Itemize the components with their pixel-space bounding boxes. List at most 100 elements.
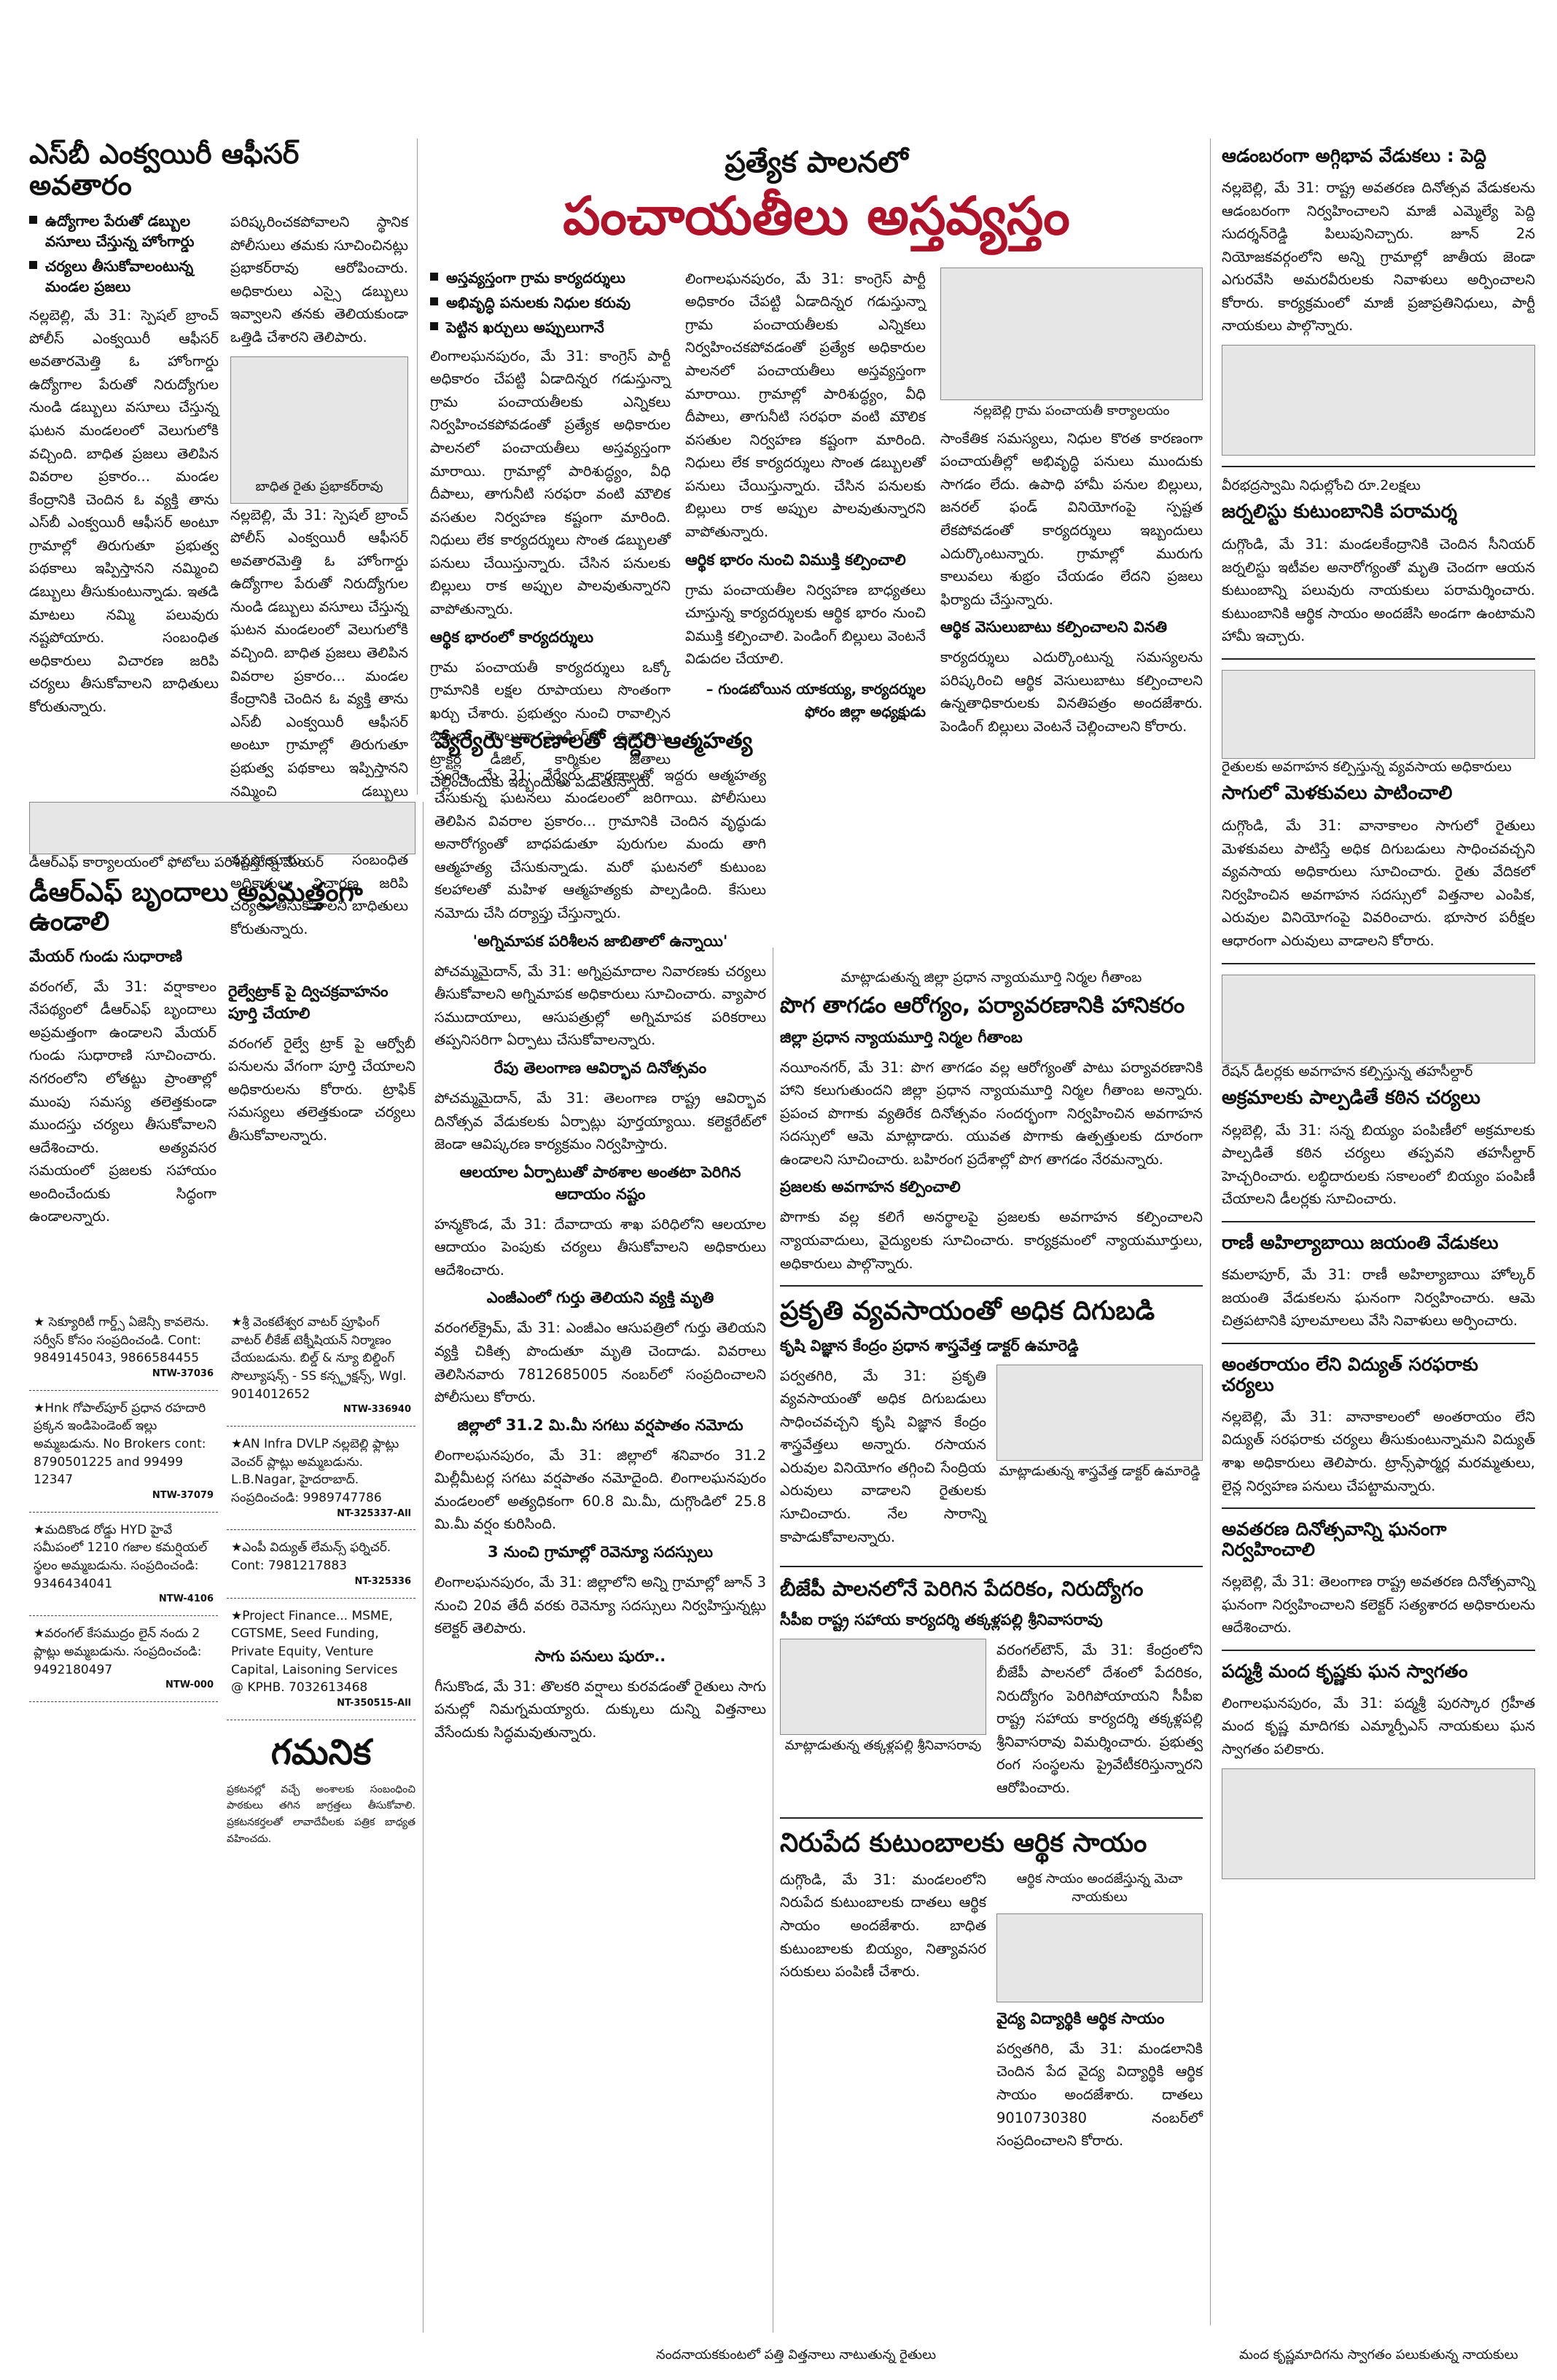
center-lead-body: లింగాలఘనపురం, మే 31: కాంగ్రెస్ పార్టీ అధ…	[430, 347, 671, 617]
center-lead-col3-body2: కార్యదర్శులు ఎదుర్కొంటున్న సమస్యలను పరిష…	[940, 649, 1203, 735]
bullet-item: అభివృద్ధి పనులకు నిధుల కరువు	[430, 292, 671, 313]
right-story8-headline: పద్మశ్రీ మంద కృష్ణకు ఘన స్వాగతం	[1222, 1660, 1468, 1682]
right-story4-headline: అక్రమాలకు పాల్పడితే కఠిన చర్యలు	[1222, 1086, 1480, 1109]
mgm-body: వరంగల్‌క్రైమ్, మే 31: ఎంజీఎం ఆసుపత్రిలో …	[434, 1319, 766, 1406]
student-aid-body: పర్వతగిరి, మే 31: మండలానికి చెందిన పేద వ…	[996, 2040, 1203, 2150]
classifieds-section: ★ సెక్యూరిటీ గార్డ్స్ ఏజెన్సీ కావలెను. స…	[29, 1305, 415, 1854]
center-lead-sub1: ఆర్థిక భారంలో కార్యదర్శులు	[430, 628, 594, 646]
mgm-sub: ఎంజీఎంలో గుర్తు తెలియని వ్యక్తి మృతి	[486, 1289, 714, 1307]
smoking-sub2: ప్రజలకు అవగాహన కల్పించాలి	[780, 1178, 961, 1196]
formation-body: పోచమ్మమైదాన్, మే 31: తెలంగాణ రాష్ట్ర ఆవి…	[434, 1089, 766, 1153]
center-right-stories: మాట్లాడుతున్న జిల్లా ప్రధాన న్యాయమూర్తి …	[780, 969, 1203, 2160]
center-lead-col3-sub: ఆర్థిక వెసులుబాటు కల్పించాలని వినతి	[940, 618, 1168, 636]
classified-ad: ★Project Finance... MSME, CGTSME, Seed F…	[227, 1599, 415, 1720]
bullet-item: అస్తవ్యస్తంగా గ్రామ కార్యదర్శులు	[430, 268, 671, 288]
left-lead-headline: ఎస్‌బీ ఎంక్వయిరీ ఆఫీసర్ అవతారం	[29, 138, 300, 201]
classified-ad: ★మదికొండ రోడ్డు HYD హైవే సమీపంలో 1210 గజ…	[29, 1513, 218, 1617]
right-story2-body: దుగ్గొండి, మే 31: మండలకేంద్రానికి చెందిన…	[1222, 536, 1535, 645]
scientist-photo	[996, 1364, 1203, 1461]
right-story3-photo	[1222, 670, 1535, 760]
center-lead-body-cont: లింగాలఘనపురం, మే 31: కాంగ్రెస్ పార్టీ అధ…	[685, 270, 926, 540]
center-lead-headline: పంచాయతీలు అస్తవ్యస్తం	[563, 185, 1070, 246]
classified-ad: ★AN Infra DVLP నల్లబెల్లి ఫ్లాట్లు వెంచర…	[227, 1427, 415, 1531]
drf-sub2: రైల్వేట్రాక్ పై ద్విచక్రవాహనం పూర్తి చేయ…	[228, 982, 389, 1022]
right-story8-photo	[1222, 1768, 1535, 1879]
notice-title: గమనిక	[270, 1731, 372, 1773]
bullet-item: ఉద్యోగాల పేరుతో డబ్బుల వసూలు చేస్తున్న హ…	[29, 211, 219, 251]
farmer-photo: బాధిత రైతు ప్రభాకర్‌రావు	[230, 356, 408, 504]
right-story5-body: కమలాపూర్, మే 31: రాణీ అహిల్యాబాయి హోల్కర…	[1222, 1266, 1535, 1330]
smoking-headline: పొగ తాగడం ఆరోగ్యం, పర్యావరణానికి హానికరం	[780, 993, 1185, 1018]
right-story7-headline: అవతరణ దినోత్సవాన్ని ఘనంగా నిర్వహించాలి	[1222, 1518, 1447, 1561]
center-lead-col3-body: సాంకేతిక సమస్యలు, నిధుల కొరత కారణంగా పంచ…	[940, 429, 1203, 608]
center-lead-story: ప్రత్యేక పాలనలో పంచాయతీలు అస్తవ్యస్తం అస…	[430, 146, 1203, 801]
drf-body: వరంగల్, మే 31: వర్షాకాలం నేపథ్యంలో డీఆర్…	[29, 978, 216, 1225]
right-story4-body: నల్లబెల్లి, మే 31: సన్న బియ్యం పంపిణీలో …	[1222, 1121, 1535, 1208]
cpi-leader-photo	[780, 1638, 986, 1735]
right-story3-kicker: రైతులకు అవగాహన కల్పిస్తున్న వ్యవసాయ అధిక…	[1222, 759, 1512, 776]
classified-ad: ★Hnk గోపాల్‌పూర్ ప్రధాన రహదారి ప్రక్కన ఇ…	[29, 1391, 218, 1513]
aid-photo	[996, 1913, 1203, 2002]
column-divider	[1210, 138, 1211, 2325]
farming-body: గీసుకొండ, మే 31: తొలకరి వర్షాలు కురవడంతో…	[434, 1677, 766, 1741]
drf-photo	[29, 802, 415, 854]
right-story1-body: నల్లబెల్లి, మే 31: రాష్ట్ర అవతరణ దినోత్స…	[1222, 179, 1535, 335]
column-divider	[417, 138, 418, 795]
right-story3-headline: సాగులో మెళకువలు పాటించాలి	[1222, 782, 1453, 805]
right-story8-body: లింగాలఘనపురం, మే 31: పద్మశ్రీ పురస్కార గ…	[1222, 1694, 1535, 1757]
bullet-item: చర్యలు తీసుకోవాలంటున్న మండల ప్రజలు	[29, 256, 219, 297]
revenue-body: లింగాలఘనపురం, మే 31: జిల్లాలోని అన్ని గ్…	[434, 1574, 766, 1637]
smoking-body2: పొగాకు వల్ల కలిగే అనర్థాలపై ప్రజలకు అవగా…	[780, 1209, 1203, 1272]
left-lead-body: నల్లబెల్లి, మే 31: స్పెషల్ బ్రాంచ్ పోలీస…	[29, 307, 219, 715]
student-aid-sub: వైద్య విద్యార్థికి ఆర్థిక సాయం	[996, 2009, 1165, 2027]
rainfall-body: లింగాలఘనపురం, మే 31: జిల్లాలో శనివారం 31…	[434, 1446, 766, 1533]
right-story3-body: దుగ్గొండి, మే 31: వానాకాలం సాగులో రైతులు…	[1222, 817, 1535, 950]
bullet-item: పెట్టిన ఖర్చులు అప్పులుగానే	[430, 317, 671, 338]
cpi-leader-photo-caption: మాట్లాడుతున్న తక్కళ్లపల్లి శ్రీనివాసరావు	[784, 1737, 982, 1753]
column-divider	[423, 802, 424, 2333]
right-story4-photo	[1222, 974, 1535, 1064]
bjp-sub: సీపీఐ రాష్ట్ర సహాయ కార్యదర్శి తక్కళ్లపల్…	[780, 1610, 1103, 1628]
suicide-body: సంగెం, మే 31: వేర్వేరు కారణాలతో ఇద్దరు ఆ…	[434, 766, 766, 922]
farmer-photo-caption: బాధిత రైతు ప్రభాకర్‌రావు	[255, 478, 383, 494]
right-story6-headline: అంతరాయం లేని విద్యుత్ సరఫరాకు చర్యలు	[1222, 1353, 1478, 1395]
suicide-headline: వ్యేర్యేరు కారణాలతో ఇద్దరి ఆత్మహత్య	[434, 728, 753, 754]
center-lead-bullets: అస్తవ్యస్తంగా గ్రామ కార్యదర్శులు అభివృద్…	[430, 268, 671, 338]
right-story2-kicker: వీరభద్రస్వామి నిధుల్లోంచి రూ.2లక్షలు	[1222, 477, 1421, 494]
fire-body: పోచమ్మమైదాన్, మే 31: అగ్నిప్రమాదాల నివార…	[434, 962, 766, 1049]
footer-caption-right: మంద కృష్ణమాదిగను స్వాగతం పలుకుతున్న నాయక…	[1239, 2347, 1518, 2363]
right-story6-body: నల్లబెల్లి, మే 31: వానాకాలంలో అంతరాయం లే…	[1222, 1408, 1535, 1494]
rainfall-sub: జిల్లాలో 31.2 మి.మీ సగటు వర్షపాతం నమోదు	[457, 1416, 744, 1434]
fire-sub: 'అగ్నిమాపక పరిశీలన జాబితాలో ఉన్నాయి'	[472, 932, 728, 950]
left-lead-story: ఎస్‌బీ ఎంక్వయిరీ ఆఫీసర్ అవతారం ఉద్యోగాల …	[29, 138, 408, 948]
revenue-sub: 3 నుంచి గ్రామాల్లో రెవెన్యూ సదస్సులు	[488, 1543, 713, 1561]
drf-story: డీఆర్ఎఫ్ కార్యాలయంలో ఫోటోలు పరిశీలిస్తున…	[29, 802, 415, 1236]
scientist-photo-caption: మాట్లాడుతున్న శాస్త్రవేత్త డాక్టర్ ఉమారె…	[999, 1463, 1201, 1479]
temple-sub: ఆలయాల ఏర్పాటుతో పాఠశాల అంతటా పెరిగిన ఆదా…	[459, 1163, 741, 1203]
right-story1-photo	[1222, 345, 1535, 456]
right-story5-headline: రాణీ అహిల్యాబాయి జయంతి వేడుకలు	[1222, 1232, 1499, 1254]
right-column: ఆడంబరంగా అగ్గిభావ వేడుకలు : పెద్ది నల్లబ…	[1222, 146, 1535, 1879]
natural-farming-body: పర్వతగిరి, మే 31: ప్రకృతి వ్యవసాయంతో అధి…	[780, 1367, 986, 1545]
drf-headline: డీఆర్ఎఫ్ బృందాలు అప్రమత్తంగా ఉండాలి	[29, 878, 363, 937]
footer-caption-left: నందనాయకకుంటలో పత్తి విత్తనాలు నాటుతున్న …	[656, 2347, 937, 2363]
classified-ad: ★ఎంపీ విద్యుత్ లేమన్స్ ఫర్నిచర్. Cont: 7…	[227, 1530, 415, 1599]
center-lead-sub2: ఆర్థిక భారం నుంచి విముక్తి కల్పించాలి	[685, 550, 906, 569]
right-story2-headline: జర్నలిస్టు కుటుంబానికి పరామర్శ	[1222, 501, 1457, 523]
notice-body: ప్రకటనల్లో వచ్చే అంశాలకు సంబంధించి పాఠకు…	[227, 1783, 415, 1845]
drf-body2: వరంగల్ రైల్వే ట్రాక్ పై ఆర్వోబీ పనులను వ…	[228, 1034, 415, 1144]
panchayat-office-caption: నల్లబెల్లి గ్రామ పంచాయతీ కార్యాలయం	[973, 402, 1170, 418]
center-lead-byline: – గుండబోయిన యాకయ్య, కార్యదర్శుల ఫోరం జిల…	[706, 680, 926, 721]
formation-sub: రేపు తెలంగాణ ఆవిర్భావ దినోత్సవం	[493, 1058, 707, 1077]
classified-ad: ★వరంగల్ కేసముద్రం లైన్ నందు 2 ప్లాట్లు అ…	[29, 1616, 218, 1702]
smoking-kicker: మాట్లాడుతున్న జిల్లా ప్రధాన న్యాయమూర్తి …	[840, 969, 1142, 986]
right-story4-kicker: రేషన్ డీలర్లకు అవగాహన కల్పిస్తున్న తహసీల…	[1222, 1063, 1473, 1080]
center-lead-body2: గ్రామ పంచాయతీ కార్యదర్శులు ఒక్కో గ్రామాన…	[430, 658, 671, 791]
left-lead-side-body: పరిష్కరించకపోవాలని స్థానిక పోలీసులు తమకు…	[230, 214, 408, 346]
bjp-body: వరంగల్‌టౌన్, మే 31: కేంద్రంలోని బీజేపీ ప…	[996, 1641, 1203, 1796]
right-story1-headline: ఆడంబరంగా అగ్గిభావ వేడుకలు : పెద్ది	[1222, 145, 1486, 166]
center-left-stories: వ్యేర్యేరు కారణాలతో ఇద్దరి ఆత్మహత్య సంగె…	[434, 729, 766, 1752]
center-lead-body3: గ్రామ పంచాయతీల నిర్వహణ బాధ్యతలు చూస్తున్…	[685, 581, 926, 668]
aid-headline: నిరుపేద కుటుంబాలకు ఆర్థిక సాయం	[780, 1827, 1147, 1858]
aid-photo-caption: ఆర్థిక సాయం అందజేస్తున్న మెచా నాయకులు	[1016, 1870, 1183, 1905]
